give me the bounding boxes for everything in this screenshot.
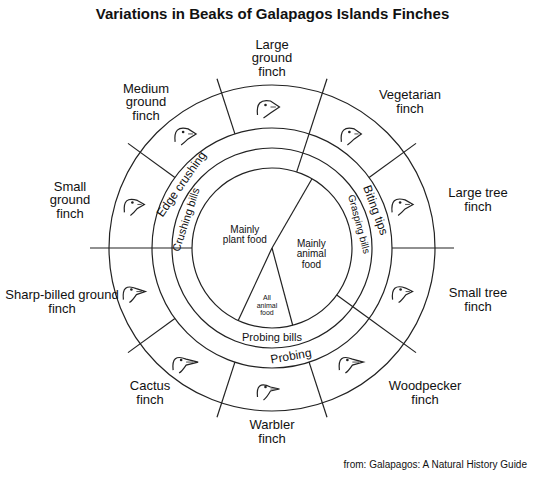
beak-type-band: Probing (268, 346, 314, 366)
finch-label: Medium ground finch (112, 82, 180, 123)
label-text: Small tree finch (446, 286, 510, 313)
finch-label: Sharp-billed ground finch (5, 288, 119, 315)
label-text: Warbler finch (241, 418, 303, 445)
ring-divider (337, 295, 369, 319)
label-text: Mainly plant food (222, 225, 268, 246)
bill-type-band: Probing bills (241, 332, 303, 344)
ring-circle (192, 168, 352, 328)
beak-sketch (339, 358, 363, 374)
label-text: Probing (268, 346, 314, 366)
label-text: Vegetarian finch (369, 88, 451, 115)
label-text: Medium ground finch (112, 82, 180, 123)
beak-sketch (392, 287, 412, 303)
ring-circle (152, 128, 392, 368)
label-text: All animal food (252, 294, 282, 316)
label-text: Cactus finch (119, 379, 181, 406)
beak-sketch (257, 385, 279, 400)
sector-divider (217, 79, 235, 134)
beak-sketch (123, 287, 145, 303)
beak-sketch (175, 128, 196, 145)
finch-label: Vegetarian finch (369, 88, 451, 115)
label-text: Woodpecker finch (382, 379, 469, 406)
sector-divider (217, 362, 235, 417)
sector-divider (392, 247, 454, 248)
pie-divider (272, 248, 293, 325)
ring-circle (172, 148, 372, 348)
sector-divider (309, 79, 327, 134)
beak-sketch (173, 358, 198, 374)
food-wedge: Mainly plant food (222, 225, 268, 246)
beak-type-band: Edge crushing (154, 149, 210, 221)
sector-divider (309, 362, 327, 417)
label-text: Edge crushing (154, 149, 210, 221)
label-text: Sharp-billed ground finch (5, 288, 119, 315)
label-text: Probing bills (241, 332, 303, 344)
label-text: Large tree finch (446, 186, 510, 213)
beak-sketch (341, 128, 361, 145)
sector-divider (369, 319, 416, 353)
beak-sketch (124, 199, 144, 215)
finch-label: Small ground finch (38, 180, 102, 221)
finch-label: Large ground finch (240, 38, 304, 79)
label-text: Large ground finch (240, 38, 304, 79)
pie-divider (272, 179, 312, 248)
sector-divider (369, 143, 416, 177)
source-caption: from: Galapagos: A Natural History Guide (344, 459, 527, 470)
finch-label: Cactus finch (119, 379, 181, 406)
sector-divider (128, 143, 175, 177)
ring-divider (297, 134, 309, 172)
finch-label: Small tree finch (446, 286, 510, 313)
beak-sketch (392, 199, 413, 215)
label-text: Mainly animal food (288, 239, 334, 271)
ring-circle (109, 85, 435, 411)
finch-label: Large tree finch (446, 186, 510, 213)
sector-divider (90, 247, 152, 248)
sector-divider (128, 319, 175, 353)
finch-label: Warbler finch (241, 418, 303, 445)
label-text: Small ground finch (38, 180, 102, 221)
finch-label: Woodpecker finch (382, 379, 469, 406)
food-wedge: Mainly animal food (288, 239, 334, 271)
diagram-title: Variations in Beaks of Galapagos Islands… (0, 5, 545, 22)
food-wedge: All animal food (252, 294, 282, 316)
beak-sketch (257, 101, 279, 118)
